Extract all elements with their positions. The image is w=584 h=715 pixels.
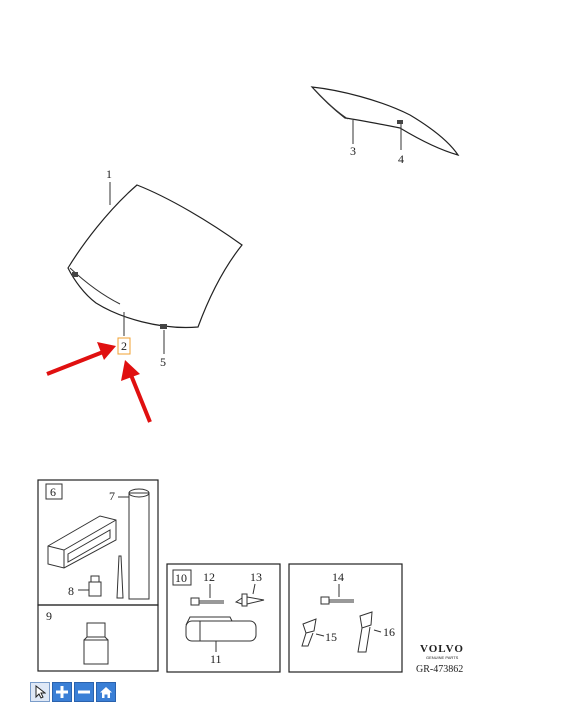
label-8[interactable]: 8 [68,584,74,598]
label-box-6 [45,483,63,500]
windscreen-part[interactable] [67,182,243,354]
label-14[interactable]: 14 [332,570,344,584]
logo-tagline: GENUINE PARTS [426,655,459,660]
zoom-out-button[interactable] [74,682,94,702]
stud-15-part[interactable] [301,618,325,647]
label-16[interactable]: 16 [383,625,395,639]
plus-icon [56,686,68,698]
rear-window-part[interactable] [310,86,460,157]
cartridge-11-part[interactable] [185,616,257,642]
stud-16-part[interactable] [357,611,382,653]
sensor-icon [160,324,167,329]
label-1[interactable]: 1 [106,167,112,181]
label-12[interactable]: 12 [203,570,215,584]
zoom-in-button[interactable] [52,682,72,702]
bolt-12-part[interactable] [190,597,224,606]
minus-icon [78,690,90,694]
home-button[interactable] [96,682,116,702]
bottle-8-part[interactable] [78,575,102,597]
highlight-box [117,337,131,355]
red-arrow-left [46,342,116,376]
diagram-toolbar [30,682,116,702]
label-3[interactable]: 3 [350,144,356,158]
volvo-logo: VOLVO [420,643,464,655]
nozzle-part[interactable] [116,555,124,599]
label-box-10 [172,569,192,586]
tube-7-part[interactable] [118,488,150,600]
label-6[interactable]: 6 [50,485,56,499]
label-13[interactable]: 13 [250,570,262,584]
label-10[interactable]: 10 [175,571,187,585]
pointer-icon [35,685,46,699]
label-4[interactable]: 4 [398,152,404,166]
label-7[interactable]: 7 [109,489,115,503]
kit-box-9 [37,604,159,672]
label-9[interactable]: 9 [46,609,52,623]
bolt-14-part[interactable] [320,596,354,605]
cleaner-pack-part[interactable] [47,515,117,569]
label-2[interactable]: 2 [121,339,127,353]
primer-bottle-part[interactable] [83,622,109,665]
label-5[interactable]: 5 [160,355,166,369]
red-arrow-bottom [121,360,152,423]
sensor-icon [397,120,403,124]
label-15[interactable]: 15 [325,630,337,644]
clip-13-part[interactable] [234,593,265,607]
clip-icon [72,272,78,277]
pointer-button[interactable] [30,682,50,702]
kit-box-10 [166,563,281,673]
kit-box-14 [288,563,403,673]
home-icon [100,686,112,698]
reference-number: GR-473862 [416,664,463,675]
label-11[interactable]: 11 [210,652,222,666]
